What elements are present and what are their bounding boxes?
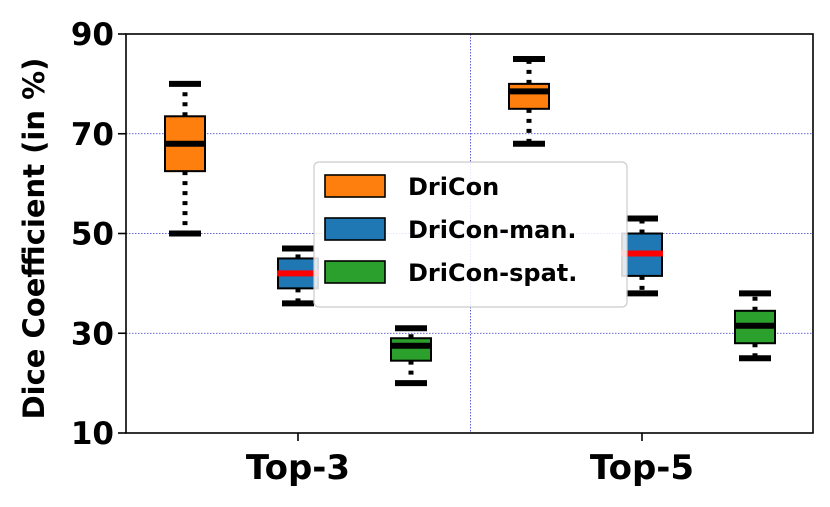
legend-swatch — [324, 260, 386, 284]
y-tick-label: 10 — [71, 416, 114, 452]
legend-label: DriCon-spat. — [408, 259, 577, 287]
legend-label: DriCon — [408, 173, 499, 201]
box-2-1 — [734, 290, 776, 362]
legend-label: DriCon-man. — [408, 216, 577, 244]
box-2-0 — [390, 325, 432, 387]
y-tick-label: 90 — [71, 17, 114, 53]
y-axis-title: Dice Coefficient (in %) — [17, 58, 51, 420]
box-body — [390, 337, 432, 362]
legend-swatch — [324, 174, 386, 198]
box-0-0 — [164, 80, 206, 237]
legend-box — [313, 161, 628, 308]
x-tick-label: Top-5 — [590, 448, 694, 488]
legend-swatch — [324, 217, 386, 241]
box-1-0 — [277, 245, 319, 307]
y-tick-label: 50 — [71, 217, 114, 253]
box-0-1 — [508, 55, 550, 147]
box-body — [508, 82, 550, 110]
x-tick-label: Top-3 — [246, 448, 350, 488]
y-tick-label: 70 — [71, 117, 114, 153]
y-tick-label: 30 — [71, 316, 114, 352]
box-series — [164, 55, 776, 387]
